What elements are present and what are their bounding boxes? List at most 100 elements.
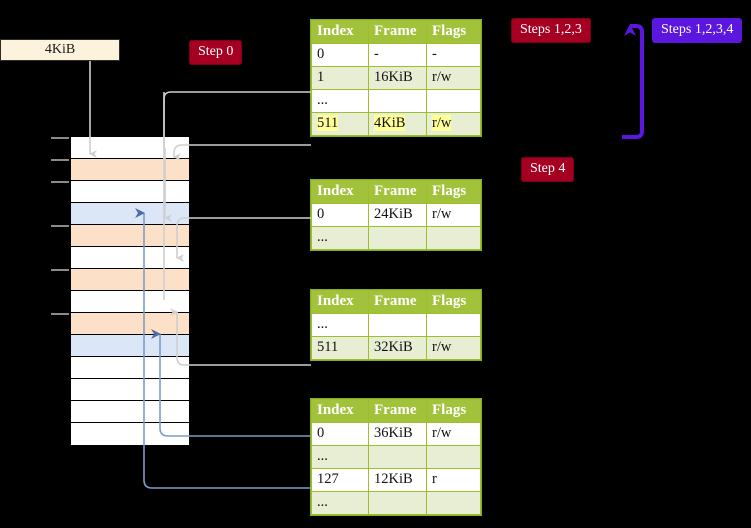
memory-frame-row[interactable] [71, 203, 189, 225]
table-row[interactable]: ... [311, 445, 481, 469]
table-row[interactable]: ... [311, 89, 481, 113]
memory-frame-row[interactable] [71, 423, 189, 445]
table-cell: - [368, 43, 427, 67]
memory-frame-row[interactable] [71, 137, 189, 159]
table-cell [368, 491, 427, 515]
connector-table1-row0 [176, 217, 311, 262]
frame-tick-left [51, 225, 69, 227]
memory-size-label: 4KiB [0, 39, 120, 61]
highlighted-value: r/w [432, 115, 452, 131]
table-cell: ... [311, 445, 369, 469]
table-cell [426, 226, 481, 250]
memory-frame-row[interactable] [71, 357, 189, 379]
frame-tick-left [51, 159, 69, 161]
table-cell [368, 313, 427, 337]
badge-steps-123: Steps 1,2,3 [511, 18, 591, 43]
table-cell: 36KiB [368, 422, 427, 446]
table-cell: 12KiB [368, 468, 427, 492]
highlighted-value: 4KiB [374, 115, 406, 131]
table-cell: 1 [311, 66, 369, 90]
table-cell: 127 [311, 468, 369, 492]
table-cell [368, 445, 427, 469]
column-header-frame: Frame [368, 399, 427, 423]
frame-tick-left [51, 137, 69, 139]
memory-frame-row[interactable] [71, 269, 189, 291]
memory-frame-row[interactable] [71, 291, 189, 313]
table-cell: ... [311, 491, 369, 515]
table-cell: r [426, 468, 481, 492]
table-row[interactable]: 0-- [311, 43, 481, 67]
table-cell [426, 491, 481, 515]
table-row[interactable]: ... [311, 491, 481, 515]
highlighted-value: 511 [317, 115, 339, 131]
table-row[interactable]: 511 4KiB r/w [311, 112, 481, 136]
table-cell: 32KiB [368, 336, 427, 360]
table-cell: r/w [426, 66, 481, 90]
physical-memory-grid [51, 136, 190, 445]
table-cell: 16KiB [368, 66, 427, 90]
table-cell: 0 [311, 203, 369, 227]
table-cell: r/w [426, 203, 481, 227]
table-row[interactable]: ... [311, 226, 481, 250]
table-cell: 4KiB [368, 112, 427, 136]
table-cell: - [426, 43, 481, 67]
table-cell [426, 89, 481, 113]
table-cell [368, 89, 427, 113]
table-cell: ... [311, 313, 369, 337]
column-header-frame: Frame [368, 180, 427, 204]
memory-frame-row[interactable] [71, 401, 189, 423]
table-cell [426, 445, 481, 469]
column-header-flags: Flags [426, 20, 481, 44]
memory-frame-row[interactable] [71, 313, 189, 335]
table-cell: 0 [311, 43, 369, 67]
table-cell: r/w [426, 112, 481, 136]
memory-frame-row[interactable] [71, 159, 189, 181]
frame-tick-left [51, 313, 69, 315]
badge-steps-1234: Steps 1,2,3,4 [652, 18, 743, 43]
memory-frame-row[interactable] [71, 225, 189, 247]
purple-bracket-arrow [622, 24, 644, 139]
table-cell: ... [311, 226, 369, 250]
column-header-frame: Frame [368, 20, 427, 44]
column-header-index: Index [311, 399, 369, 423]
table-cell: r/w [426, 336, 481, 360]
table-cell: 511 [311, 112, 369, 136]
memory-frame-row[interactable] [71, 335, 189, 357]
badge-step-0: Step 0 [189, 40, 243, 65]
connector-table2-row511 [170, 308, 311, 366]
frame-tick-left [51, 181, 69, 183]
column-header-index: Index [311, 20, 369, 44]
table-cell: 511 [311, 336, 369, 360]
table-cell: ... [311, 89, 369, 113]
connector-table0-row511 [173, 144, 311, 161]
column-header-flags: Flags [426, 180, 481, 204]
column-header-index: Index [311, 290, 369, 314]
table-cell: r/w [426, 422, 481, 446]
column-header-index: Index [311, 180, 369, 204]
memory-frame-row[interactable] [71, 247, 189, 269]
column-header-flags: Flags [426, 399, 481, 423]
column-header-flags: Flags [426, 290, 481, 314]
badge-step-4: Step 4 [521, 157, 575, 182]
table-cell [368, 226, 427, 250]
table-cell: 0 [311, 422, 369, 446]
memory-frame-row[interactable] [71, 181, 189, 203]
table-cell: 24KiB [368, 203, 427, 227]
memory-frame-row[interactable] [71, 379, 189, 401]
table-row[interactable]: ... [311, 313, 481, 337]
table-cell [426, 313, 481, 337]
